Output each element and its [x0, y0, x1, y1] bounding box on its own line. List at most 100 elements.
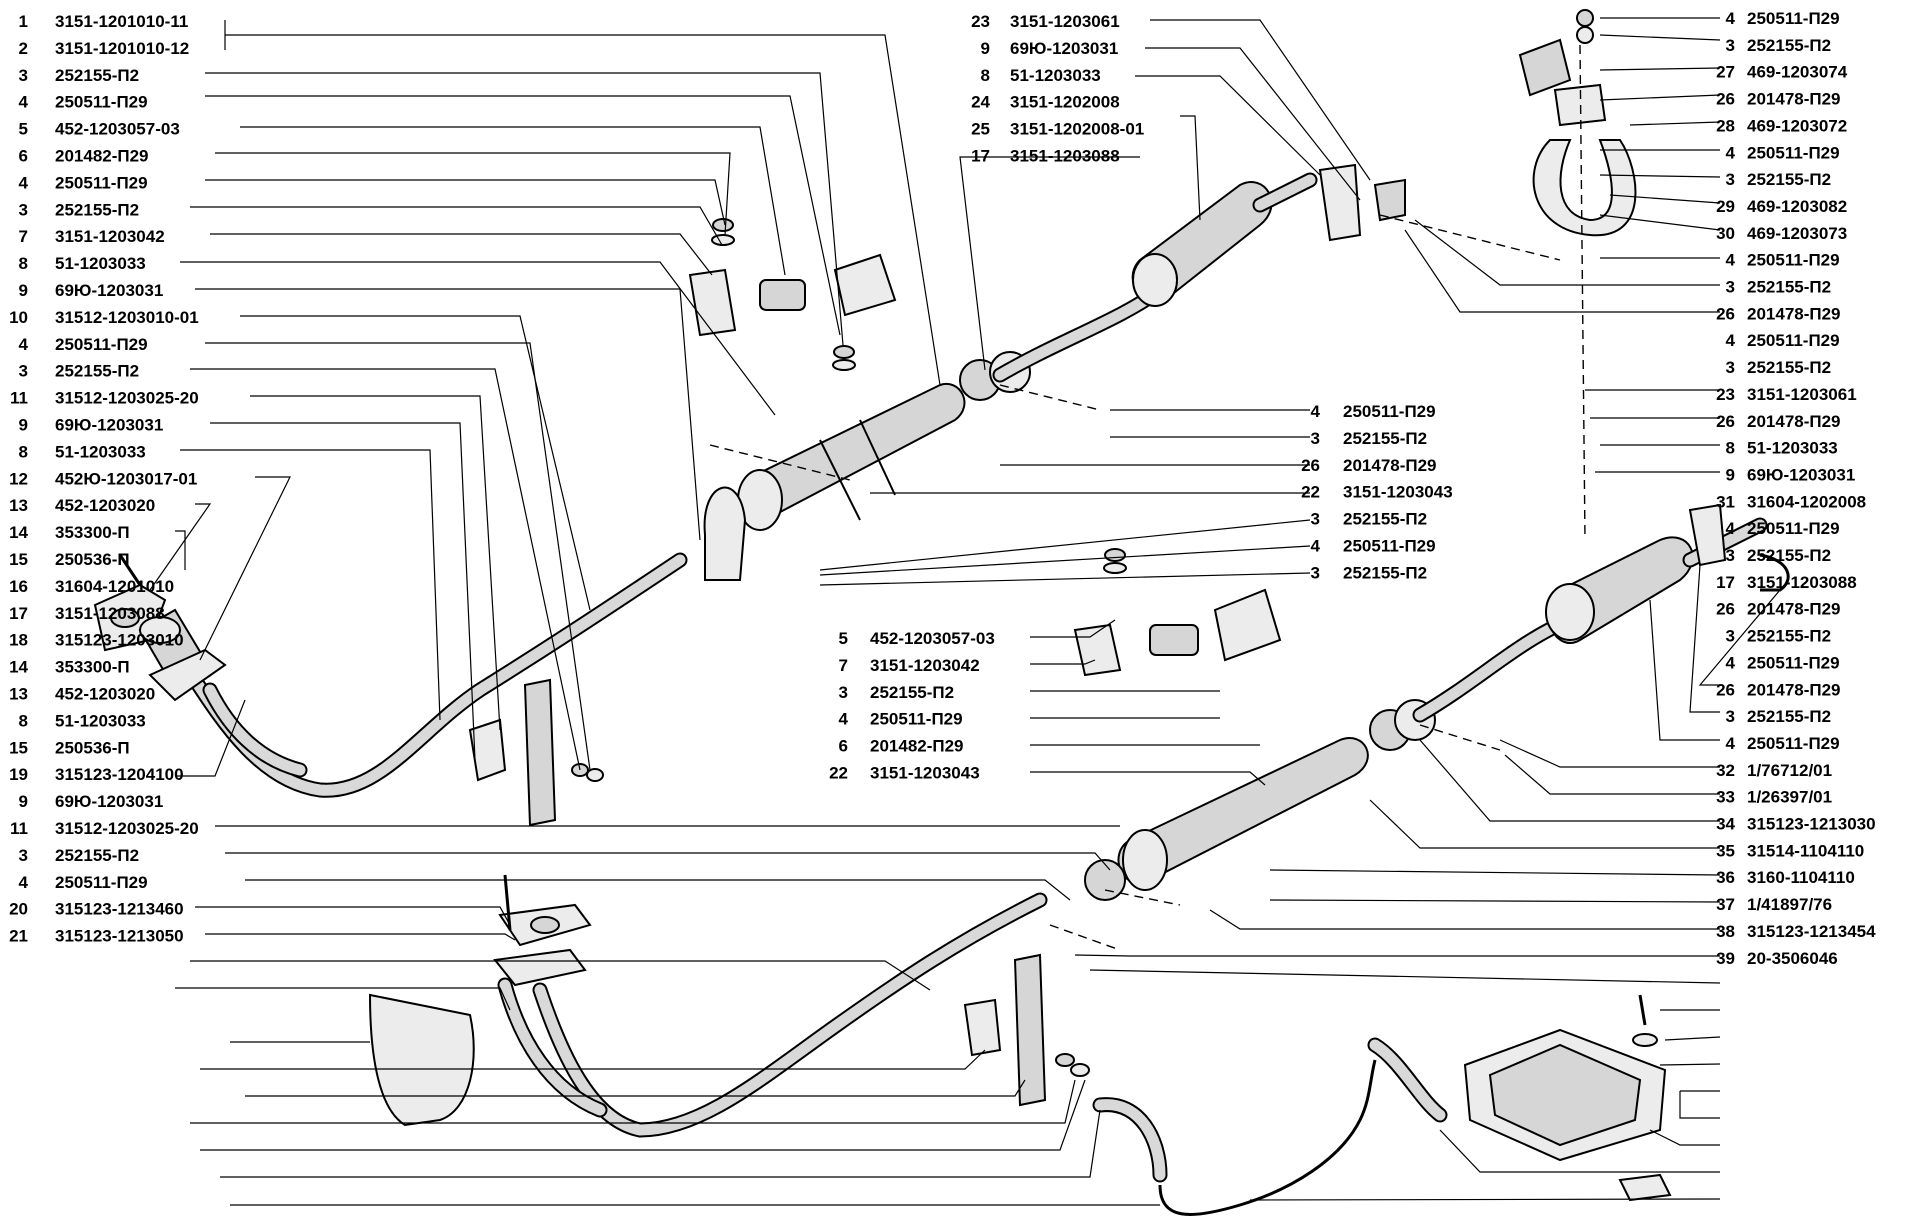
callout-part-code: 250511-П29	[1747, 653, 1840, 672]
callout-number: 3	[1726, 358, 1735, 377]
callout-number: 4	[1726, 143, 1736, 162]
callout-number: 28	[1716, 116, 1735, 135]
callout-part-code: 201478-П29	[1747, 90, 1841, 109]
callout-number: 12	[9, 469, 28, 488]
callout-number: 20	[9, 900, 28, 919]
callout-number: 15	[9, 550, 28, 569]
callout-part-code: 69Ю-1203031	[1010, 39, 1118, 58]
upper-rubber-pad	[759, 279, 806, 311]
callout-part-code: 69Ю-1203031	[1747, 465, 1855, 484]
lower-u-bolt	[1759, 553, 1790, 592]
callout-number: 9	[981, 39, 990, 58]
callout-part-code: 452Ю-1203017-01	[55, 469, 197, 488]
callout-part-code: 51-1203033	[1747, 439, 1838, 458]
callout-part-code: 51-1203033	[55, 254, 146, 273]
callout-number: 4	[1726, 331, 1736, 350]
lower-support-9	[1013, 953, 1047, 1107]
callout-part-code: 3151-1203042	[55, 227, 165, 246]
callout-part-code: 250511-П29	[55, 93, 148, 112]
callout-part-code: 315123-1213460	[55, 900, 184, 919]
callout-number: 35	[1716, 841, 1735, 860]
callout-part-code: 3151-1203043	[870, 764, 980, 783]
callout-number: 32	[1716, 761, 1735, 780]
callout-number: 26	[1301, 456, 1320, 475]
callout-number: 1	[19, 12, 28, 31]
callout-part-code: 452-1203020	[55, 685, 155, 704]
hanger-mount-26	[1553, 83, 1607, 127]
callout-part-code: 3151-1203061	[1747, 385, 1857, 404]
callout-number: 25	[971, 120, 990, 139]
upper-stud-14	[118, 554, 142, 586]
callout-number: 11	[10, 389, 28, 408]
callout-part-code: 250511-П29	[1747, 331, 1840, 350]
callout-part-code: 3151-1203088	[55, 604, 165, 623]
hanger-bracket-27	[1518, 38, 1572, 97]
callout-number: 7	[19, 227, 28, 246]
callout-number: 23	[1716, 385, 1735, 404]
callout-part-code: 452-1203020	[55, 496, 155, 515]
callout-part-code: 250511-П29	[1747, 251, 1840, 270]
upper-hanger-23	[1318, 163, 1362, 242]
callout-part-code: 3151-1203042	[870, 656, 980, 675]
callout-part-code: 31604-1201010	[55, 577, 174, 596]
callout-number: 5	[839, 629, 848, 648]
callout-number: 3	[1726, 546, 1735, 565]
callout-part-code: 201478-П29	[1343, 456, 1437, 475]
callout-part-code: 3151-1201010-11	[55, 12, 188, 31]
callout-part-code: 69Ю-1203031	[55, 416, 163, 435]
callout-number: 2	[19, 39, 28, 58]
callout-number: 9	[19, 792, 28, 811]
callout-number: 3	[1311, 510, 1320, 529]
callout-part-code: 252155-П2	[1343, 429, 1427, 448]
callout-part-code: 252155-П2	[1343, 510, 1427, 529]
callout-number: 4	[1726, 653, 1736, 672]
upper-bracket-7	[688, 268, 737, 337]
callout-part-code: 31604-1202008	[1747, 492, 1866, 511]
callout-number: 33	[1716, 788, 1735, 807]
callout-number: 22	[829, 764, 848, 783]
callout-part-code: 1/41897/76	[1747, 895, 1832, 914]
callout-part-code: 201478-П29	[1747, 304, 1841, 323]
bolt-32	[1638, 994, 1647, 1026]
callout-part-code: 353300-П	[55, 658, 130, 677]
callout-number: 14	[9, 523, 28, 542]
lower-hanger-23	[1688, 503, 1727, 567]
callout-part-code: 201482-П29	[55, 147, 149, 166]
callout-number: 27	[1716, 63, 1735, 82]
callout-part-code: 469-1203074	[1747, 63, 1848, 82]
callout-number: 8	[19, 254, 28, 273]
callout-number: 19	[9, 765, 28, 784]
callout-part-code: 1/26397/01	[1747, 788, 1832, 807]
callout-number: 26	[1716, 412, 1735, 431]
lower-bracket-6	[1213, 588, 1282, 662]
callout-number: 23	[971, 12, 990, 31]
callout-number: 3	[1726, 627, 1735, 646]
callout-part-code: 315123-1204100	[55, 765, 184, 784]
callout-part-code: 250536-П	[55, 550, 130, 569]
callout-part-code: 250511-П29	[55, 873, 148, 892]
callout-part-code: 252155-П2	[55, 66, 139, 85]
callout-number: 3	[1311, 563, 1320, 582]
heat-shield-19	[368, 993, 475, 1127]
callout-part-code: 252155-П2	[1343, 563, 1427, 582]
callout-number: 10	[9, 308, 28, 327]
callout-part-code: 315123-1213050	[55, 927, 184, 946]
callout-number: 30	[1716, 224, 1735, 243]
callout-part-code: 31512-1203010-01	[55, 308, 199, 327]
callout-part-code: 51-1203033	[1010, 66, 1101, 85]
callout-number: 37	[1716, 895, 1735, 914]
callout-number: 18	[9, 631, 28, 650]
callout-number: 4	[19, 93, 29, 112]
callout-number: 3	[1726, 707, 1735, 726]
callout-number: 26	[1716, 680, 1735, 699]
callout-part-code: 20-3506046	[1747, 949, 1838, 968]
callout-number: 4	[1311, 537, 1321, 556]
callout-number: 22	[1301, 483, 1320, 502]
lower-stud-14	[503, 874, 512, 931]
callout-number: 3	[19, 846, 28, 865]
callout-number: 5	[19, 120, 28, 139]
callout-number: 9	[19, 416, 28, 435]
callout-part-code: 252155-П2	[1747, 170, 1831, 189]
callout-part-code: 3151-1202008-01	[1010, 120, 1144, 139]
callout-part-code: 201478-П29	[1747, 600, 1841, 619]
